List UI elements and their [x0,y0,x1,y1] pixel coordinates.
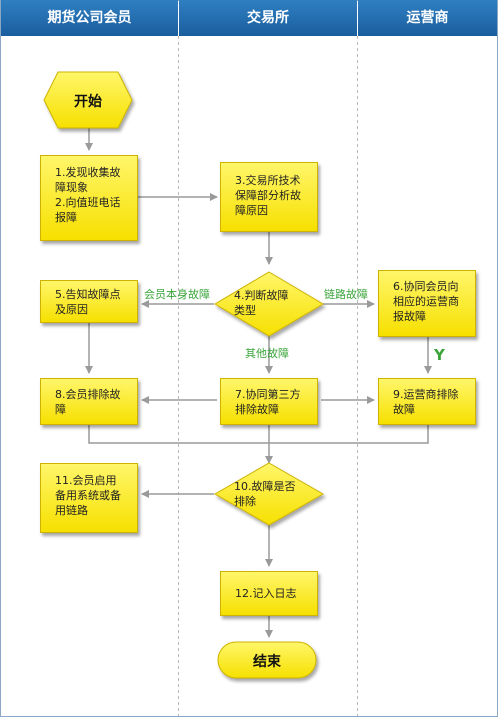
process-node-5: 5.告知故障点 及原因 [40,280,138,323]
process-node-7: 7.协同第三方 排除故障 [220,378,318,425]
lane-header-operator: 运营商 [358,0,497,36]
lane-header-member: 期货公司会员 [1,0,178,36]
lane-header-exchange: 交易所 [179,0,357,36]
edge-label-member-fault: 会员本身故障 [144,288,210,301]
end-label: 结束 [253,654,281,670]
decision-label-10: 10.故障是否 排除 [234,480,296,508]
edge-label-other-fault: 其他故障 [245,347,289,360]
process-node-1: 1.发现收集故 障现象 2.向值班电话 报障 [40,155,138,241]
process-node-6: 6.协同会员向 相应的运营商 报故障 [378,270,476,337]
start-label: 开始 [74,94,102,110]
decision-node-4 [214,271,324,337]
edge-label-link-fault: 链路故障 [324,288,368,301]
process-node-12: 12.记入日志 [220,571,318,616]
decision-node-10 [213,462,325,526]
process-node-9: 9.运营商排除 故障 [378,378,476,425]
end-node [217,641,317,679]
process-node-3: 3.交易所技术 保障部分析故 障原因 [220,162,318,232]
merge-line [88,425,429,444]
process-node-11: 11.会员启用 备用系统或备 用链路 [40,463,138,533]
process-node-8: 8.会员排除故障 [40,378,138,425]
edge-label-yes: Y [434,346,445,364]
decision-label-4: 4.判断故障 类型 [234,289,289,317]
start-node [43,71,133,129]
